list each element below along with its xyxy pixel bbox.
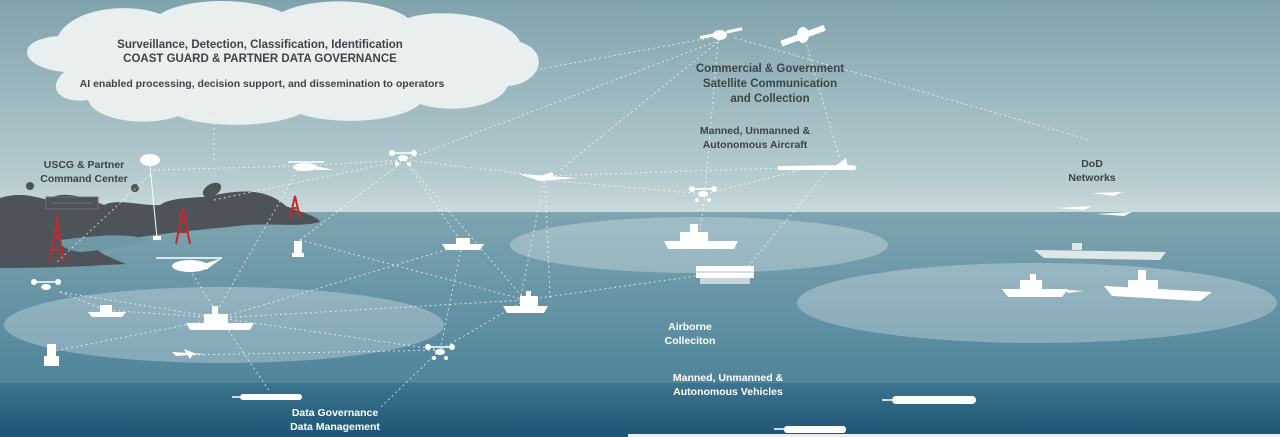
drone-top <box>389 150 417 166</box>
drone-left <box>31 279 61 290</box>
ship-small-left <box>88 305 126 317</box>
aerostat <box>140 154 161 240</box>
link-line <box>299 159 406 241</box>
link-line <box>559 41 719 171</box>
ship-cutter-center <box>664 224 738 249</box>
link-line <box>699 193 706 231</box>
helicopter-low <box>156 257 222 272</box>
label-data-governance: Data Governance Data Management <box>290 407 380 433</box>
cloud-line-1: Surveillance, Detection, Classification,… <box>117 39 403 51</box>
seabed-line <box>628 434 1280 437</box>
link-line <box>404 159 463 244</box>
link-line <box>219 299 526 319</box>
link-line <box>519 175 546 301</box>
ship-cutter-left <box>186 306 254 330</box>
link-line <box>56 174 151 263</box>
link-line <box>149 165 301 171</box>
label-airborne: Airborne Colleciton <box>664 321 716 347</box>
link-line <box>404 159 526 301</box>
satellite-1 <box>699 27 743 40</box>
buoy-left <box>44 344 59 366</box>
link-line <box>214 165 301 316</box>
drone-bottom <box>425 344 455 360</box>
uuv-left <box>232 394 302 400</box>
command-building <box>45 196 99 210</box>
uav-sea <box>1066 290 1084 293</box>
link-line <box>59 291 106 311</box>
ship-mid <box>442 238 484 250</box>
drone-center <box>689 186 717 202</box>
data-cloud <box>27 0 539 125</box>
link-line <box>379 349 441 409</box>
label-command-center: USCG & Partner Command Center <box>40 159 128 185</box>
link-line <box>49 317 221 353</box>
ship-dod-left <box>1002 274 1068 297</box>
cloud-line-2: COAST GUARD & PARTNER DATA GOVERNANCE <box>123 53 397 65</box>
satellite-2 <box>780 24 826 47</box>
zone-right <box>797 263 1277 343</box>
link-line <box>544 179 706 195</box>
coast-inlet <box>60 235 150 252</box>
link-line <box>544 175 551 301</box>
cloud-line-3: AI enabled processing, decision support,… <box>79 78 445 90</box>
patrol-jet <box>778 158 857 170</box>
uuv-right <box>882 396 976 404</box>
link-line <box>59 291 221 319</box>
aircraft-carrier <box>1034 243 1166 260</box>
buoy-shore <box>292 241 304 257</box>
link-line <box>534 35 721 71</box>
offshore-platform <box>696 266 754 284</box>
communication-links <box>49 35 1091 409</box>
link-line <box>734 37 1091 141</box>
radar-dishes <box>26 182 222 202</box>
link-line <box>189 349 441 356</box>
link-line <box>219 317 441 351</box>
label-satellite: Commercial & Government Satellite Commun… <box>695 63 845 105</box>
link-line <box>404 159 546 177</box>
command-center-towers <box>49 195 301 263</box>
dod-jets <box>1056 192 1132 216</box>
sea-surface <box>0 212 1280 384</box>
ship-right-mid <box>503 291 548 313</box>
link-line <box>524 271 726 301</box>
label-vehicles: Manned, Unmanned & Autonomous Vehicles <box>672 372 784 398</box>
helicopter-top <box>288 161 334 171</box>
link-line <box>104 309 221 319</box>
uuv-bottom <box>774 426 846 433</box>
uav-low <box>172 349 206 359</box>
link-line <box>219 244 463 319</box>
deep-water <box>0 383 1280 437</box>
ship-dod-right <box>1104 270 1212 301</box>
label-dod-networks: DoD Networks <box>1068 158 1116 184</box>
label-aircraft: Manned, Unmanned & Autonomous Aircraft <box>699 125 811 151</box>
glider-uav <box>518 172 578 181</box>
link-line <box>299 239 526 301</box>
link-line <box>404 39 721 161</box>
link-line <box>744 167 831 271</box>
link-line <box>804 39 841 161</box>
